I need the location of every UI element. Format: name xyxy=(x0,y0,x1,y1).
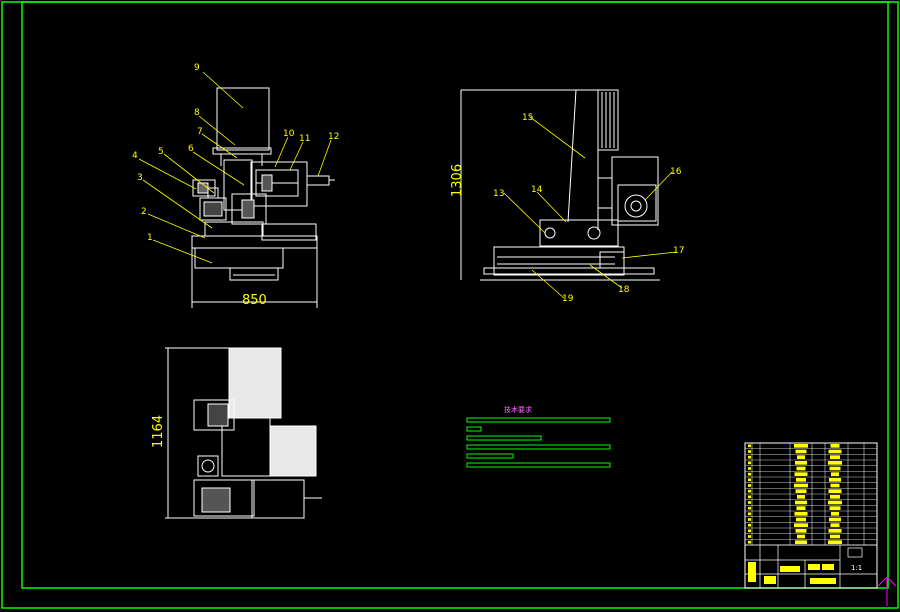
parts-list-cell-text xyxy=(796,506,806,510)
parts-list-cell-text xyxy=(830,495,840,499)
parts-list-cell-text xyxy=(829,517,841,522)
parts-list-cell-text xyxy=(831,472,839,476)
parts-list-cell-text xyxy=(795,540,807,544)
parts-list-cell-text xyxy=(795,489,807,493)
parts-list-index xyxy=(748,450,751,453)
top-view xyxy=(165,347,322,519)
width-dimension: 850 xyxy=(242,293,267,308)
part-label-18: 18 xyxy=(618,285,630,295)
part-label-8: 8 xyxy=(194,108,200,118)
parts-list-index xyxy=(748,535,751,538)
front-view xyxy=(191,87,335,308)
note-line-1 xyxy=(466,417,611,423)
part-label-2: 2 xyxy=(141,207,147,217)
parts-list-cell-text xyxy=(796,517,806,522)
parts-list-index xyxy=(748,518,751,521)
parts-list-cell-text xyxy=(828,500,842,505)
note-line-5 xyxy=(466,453,514,459)
part-label-6: 6 xyxy=(188,144,194,154)
parts-list-cell-text xyxy=(830,455,840,459)
parts-list-cell-text xyxy=(829,466,841,471)
part-label-16: 16 xyxy=(670,167,682,177)
parts-list-index xyxy=(748,501,751,504)
title-block: 1:1 xyxy=(744,442,878,589)
parts-list-cell-text xyxy=(795,449,807,454)
note-line-2 xyxy=(466,426,482,432)
part-label-4: 4 xyxy=(132,151,138,161)
side-view xyxy=(460,89,660,281)
part-label-3: 3 xyxy=(137,173,143,183)
note-line-6 xyxy=(466,462,611,468)
parts-list-index xyxy=(748,484,751,487)
parts-list-cell-text xyxy=(831,512,839,516)
parts-list-cell-text xyxy=(794,523,808,527)
height-dimension-side: 1306 xyxy=(450,164,465,197)
parts-list-cell-text xyxy=(797,495,805,499)
front-view-leaders xyxy=(138,71,332,264)
part-label-5: 5 xyxy=(158,147,164,157)
note-line-3 xyxy=(466,435,542,441)
parts-list-cell-text xyxy=(830,523,840,527)
part-label-9: 9 xyxy=(194,63,200,73)
parts-list-cell-text xyxy=(796,478,806,482)
parts-list-cell-text xyxy=(797,534,805,539)
scale-text: 1:1 xyxy=(851,564,862,572)
parts-list-index xyxy=(748,472,751,476)
part-label-15: 15 xyxy=(522,113,533,123)
parts-list-cell-text xyxy=(830,534,840,539)
parts-list-index xyxy=(748,523,751,527)
height-dimension-top: 1164 xyxy=(151,415,166,448)
parts-list-cell-text xyxy=(794,472,808,476)
parts-list-cell-text xyxy=(795,461,807,465)
parts-list-cell-text xyxy=(828,540,842,544)
parts-list-cell-text xyxy=(794,512,808,516)
parts-list-cell-text xyxy=(828,449,842,454)
parts-list-index xyxy=(748,478,751,482)
part-label-10: 10 xyxy=(283,129,295,139)
origin-marker-icon xyxy=(877,576,897,606)
part-label-1: 1 xyxy=(147,233,153,243)
part-label-13: 13 xyxy=(493,189,504,199)
technical-notes: 技术要求 xyxy=(466,405,611,468)
part-label-11: 11 xyxy=(299,134,310,144)
parts-list-index xyxy=(748,540,751,544)
note-line-4 xyxy=(466,444,611,450)
parts-list-cell-text xyxy=(830,483,840,488)
part-label-19: 19 xyxy=(562,294,574,304)
parts-list-cell-text xyxy=(829,506,841,510)
title-block-lower xyxy=(745,544,877,588)
parts-list-cell-text xyxy=(830,444,840,448)
front-view-part-labels: 9 8 7 6 5 4 3 2 1 10 11 12 850 xyxy=(132,63,339,308)
parts-list-index xyxy=(748,506,751,510)
parts-list-index xyxy=(748,512,751,516)
parts-list-cell-text xyxy=(794,444,808,448)
technical-notes-title: 技术要求 xyxy=(504,405,532,414)
parts-list-cell-text xyxy=(795,529,807,533)
parts-list-index xyxy=(748,467,751,470)
side-view-leaders xyxy=(503,116,677,299)
parts-list-cell-text xyxy=(794,483,808,488)
parts-list-rows xyxy=(745,442,877,546)
side-view-part-labels: 15 13 14 16 17 18 19 1306 xyxy=(450,113,684,304)
part-label-7: 7 xyxy=(197,127,203,137)
parts-list-cell-text xyxy=(828,461,842,465)
parts-list-cell-text xyxy=(796,466,806,471)
parts-list-cell-text xyxy=(828,529,842,533)
part-label-17: 17 xyxy=(673,246,684,256)
parts-list-index xyxy=(748,495,751,499)
parts-list-index xyxy=(748,461,751,465)
parts-list-cell-text xyxy=(797,455,805,459)
parts-list-cell-text xyxy=(795,500,807,505)
parts-list-index xyxy=(748,529,751,533)
part-label-14: 14 xyxy=(531,185,543,195)
parts-list-index xyxy=(748,489,751,493)
parts-list-index xyxy=(748,455,751,459)
parts-list-index xyxy=(748,444,751,448)
top-view-labels: 1164 xyxy=(151,415,166,448)
part-label-12: 12 xyxy=(328,132,339,142)
parts-list-cell-text xyxy=(828,489,842,493)
parts-list-cell-text xyxy=(829,478,841,482)
